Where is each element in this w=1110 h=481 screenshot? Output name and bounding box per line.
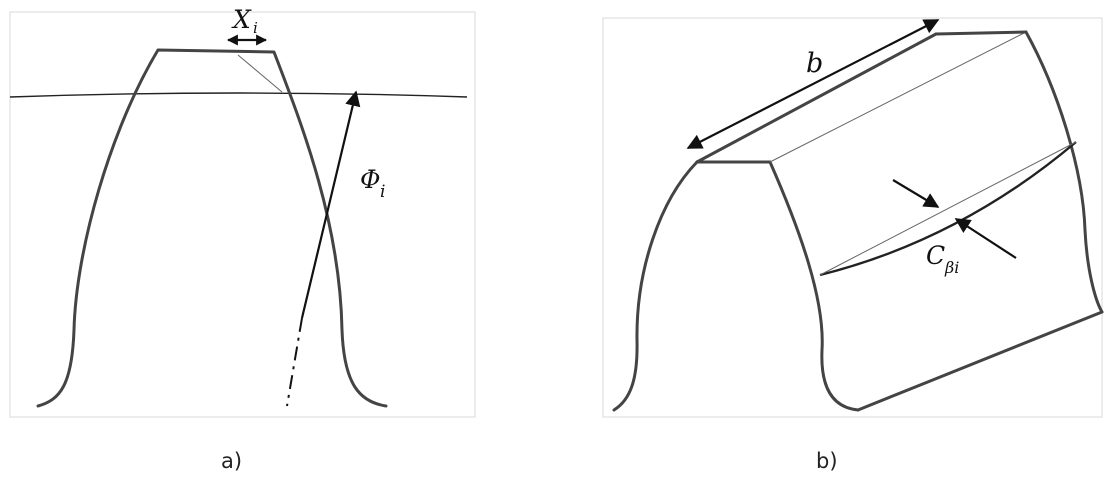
straight-lead-line — [819, 141, 1077, 276]
crowned-lead-curve — [819, 141, 1077, 277]
panel-b: b C βi b) — [602, 17, 1104, 473]
svg-text:i: i — [380, 182, 385, 202]
caption-b: b) — [816, 449, 838, 473]
label-phi-i: Φ i — [360, 165, 385, 202]
svg-text:C: C — [926, 241, 945, 270]
label-x-i: X i — [231, 5, 258, 37]
label-b: b — [806, 48, 823, 79]
panel-a-frame — [9, 11, 476, 418]
svg-text:Φ: Φ — [360, 165, 381, 194]
tip-relief-chamfer — [237, 54, 283, 93]
tooth-profile-b-front — [612, 160, 699, 412]
panel-a: X i Φ i a) — [9, 5, 476, 473]
crowning-arrow-upper — [892, 179, 940, 208]
tooth-profile-a — [36, 48, 388, 408]
root-edge — [856, 310, 1104, 412]
svg-text:X: X — [231, 5, 252, 34]
svg-text:βi: βi — [944, 258, 959, 277]
profile-angle-arrow — [300, 90, 361, 319]
crowning-arrow-lower — [954, 218, 1017, 259]
caption-a: a) — [221, 449, 242, 473]
tooth-flank-front — [768, 160, 860, 412]
pitch-circle-line — [9, 92, 468, 98]
label-c-beta-i: C βi — [926, 241, 959, 277]
tooth-tip-back — [934, 30, 1028, 36]
face-width-arrow — [686, 19, 940, 149]
svg-text:i: i — [253, 19, 258, 37]
tooth-flank-back — [1024, 30, 1104, 314]
